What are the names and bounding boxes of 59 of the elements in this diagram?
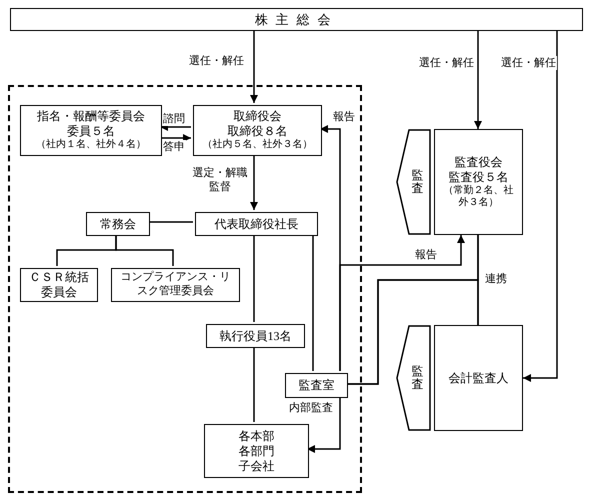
edge-label: 選任・解任 — [500, 56, 557, 70]
org-box — [20, 105, 162, 156]
org-box — [206, 324, 305, 348]
node-title: 監査役会 — [454, 154, 502, 170]
node-title: 株主総会 — [254, 10, 338, 29]
org-box — [434, 129, 523, 235]
connector-line — [346, 279, 479, 385]
edge-label: 報告 — [332, 110, 356, 124]
edge-label: 選任・解任 — [188, 54, 245, 68]
shareholders-box — [10, 8, 583, 31]
dashed-group-frame — [8, 85, 362, 493]
arrow — [307, 396, 341, 453]
org-box — [204, 424, 309, 478]
arrow — [160, 134, 191, 142]
org-box — [285, 373, 348, 398]
node-title: 執行役員13名 — [220, 328, 292, 344]
node-title: 取締役会 — [234, 109, 282, 124]
arrow — [250, 154, 258, 210]
node-text: （社内１名、社外４名） — [36, 139, 146, 152]
edge-label: 答申 — [162, 140, 186, 154]
vertical-label: 監査 — [412, 168, 424, 196]
arrow — [250, 31, 258, 103]
node-title: 会計監査人 — [448, 370, 508, 386]
edge-label: 内部監査 — [288, 401, 334, 416]
node-title: コンプライアンス・リスク管理委員会 — [120, 271, 232, 299]
connector-line — [253, 234, 255, 322]
connector-line — [115, 234, 174, 266]
node-title: 監査室 — [298, 378, 334, 393]
arrow — [474, 31, 482, 129]
node-title: 各本部各部門子会社 — [238, 428, 276, 474]
org-box — [193, 105, 322, 156]
connector-line — [253, 346, 255, 422]
node-text: （常勤２名、社外３名） — [442, 184, 514, 210]
org-box — [111, 268, 240, 302]
node-text: 取締役８名 — [228, 124, 288, 138]
vertical-label: 監査 — [412, 364, 424, 392]
node-title: 指名・報酬等委員会 — [37, 109, 145, 124]
org-box — [434, 325, 523, 431]
node-text: （社内５名、社外３名） — [202, 139, 312, 152]
pentagon-tag — [396, 325, 431, 431]
node-title: ＣＳＲ統括委員会 — [29, 270, 89, 300]
node-text: 委員５名 — [67, 124, 115, 138]
edge-label: 報告 — [414, 248, 438, 262]
pentagon-tag — [396, 129, 431, 235]
arrow — [339, 235, 465, 371]
org-box — [86, 212, 150, 236]
arrow — [523, 31, 558, 382]
edge-label: 連携 — [484, 272, 508, 286]
arrow — [160, 123, 191, 131]
connector-line — [312, 234, 314, 371]
node-text: 監査役５名 — [448, 170, 508, 184]
edge-label: 選定・解職監督 — [190, 166, 250, 195]
connector-line — [148, 221, 193, 223]
edge-label: 選任・解任 — [418, 56, 475, 70]
node-title: 常務会 — [100, 216, 136, 232]
org-box — [195, 212, 318, 236]
node-title: 代表取締役社長 — [214, 216, 298, 232]
edge-label: 諮問 — [162, 112, 186, 126]
org-box — [20, 268, 98, 302]
